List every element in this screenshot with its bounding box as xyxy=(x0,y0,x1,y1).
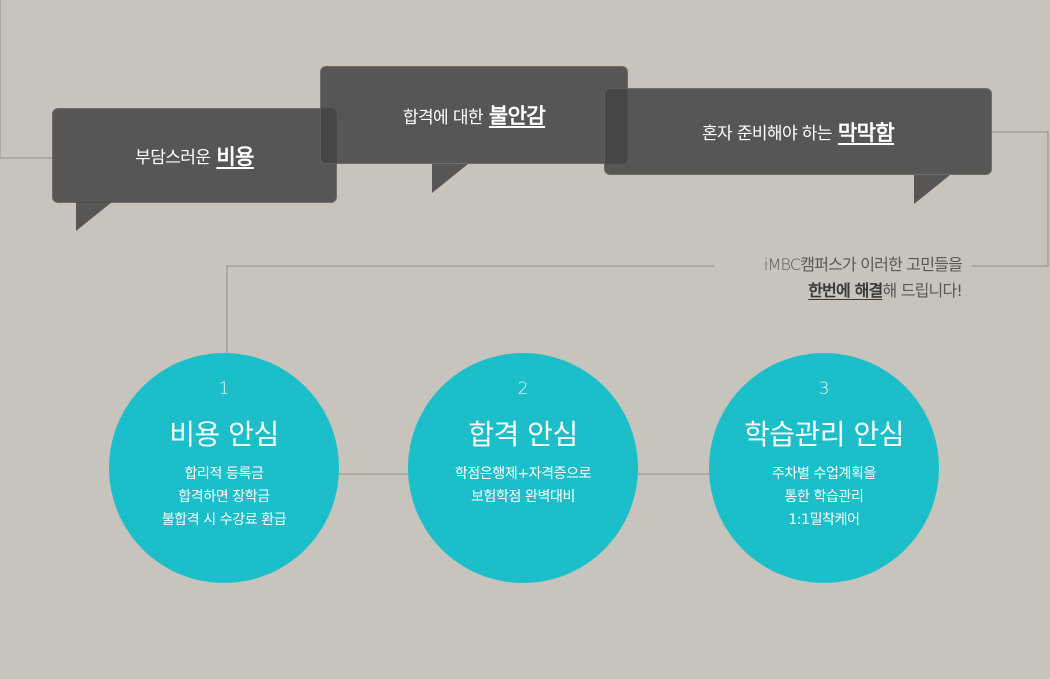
bubble-tail xyxy=(432,164,468,193)
concern-text: 혼자 준비해야 하는 xyxy=(701,124,833,144)
concern-emphasis: 비용 xyxy=(216,144,254,169)
message-line-1: iMBC캠퍼스가 이러한 고민들을 xyxy=(763,255,963,274)
solution-title: 비용 안심 xyxy=(169,418,279,451)
message-line-2: 한번에 해결해 드립니다! xyxy=(764,278,963,304)
solution-description: 학점은행제+자격증으로 보험학점 완벽대비 xyxy=(408,463,638,509)
solution-title: 합격 안심 xyxy=(468,418,578,451)
solution-message: iMBC캠퍼스가 이러한 고민들을 한번에 해결해 드립니다! xyxy=(759,252,966,304)
solution-number: 1 xyxy=(218,379,230,399)
solution-number: 3 xyxy=(818,379,830,399)
concern-text: 합격에 대한 xyxy=(402,107,484,128)
solution-line: 학점은행제+자격증으로 xyxy=(454,466,592,482)
message-rest: 해 드립니다! xyxy=(882,281,962,300)
concern-bubble-anxiety: 합격에 대한 불안감 xyxy=(320,66,628,164)
solution-title: 학습관리 안심 xyxy=(744,418,904,451)
message-emphasis: 한번에 해결 xyxy=(808,281,883,300)
solution-description: 주차별 수업계획을 통한 학습관리 1:1밀착케어 xyxy=(709,463,939,532)
solution-circle-study: 3 학습관리 안심 주차별 수업계획을 통한 학습관리 1:1밀착케어 xyxy=(709,353,939,583)
solution-line: 불합격 시 수강료 환급 xyxy=(161,512,287,528)
solution-circle-pass: 2 합격 안심 학점은행제+자격증으로 보험학점 완벽대비 xyxy=(408,353,638,583)
concern-bubble-alone: 혼자 준비해야 하는 막막함 xyxy=(604,88,992,175)
concern-emphasis: 막막함 xyxy=(837,120,895,145)
solution-circle-cost: 1 비용 안심 합리적 등록금 합격하면 장학금 불합격 시 수강료 환급 xyxy=(109,353,339,583)
concern-emphasis: 불안감 xyxy=(488,104,546,128)
concern-text: 부담스러운 xyxy=(135,148,211,168)
bubble-tail xyxy=(914,175,950,204)
solution-line: 합리적 등록금 xyxy=(184,466,264,482)
solution-line: 통한 학습관리 xyxy=(784,489,864,505)
solution-line: 보험학점 완벽대비 xyxy=(471,489,575,505)
solution-line: 합격하면 장학금 xyxy=(178,489,270,505)
bubble-tail xyxy=(76,202,112,231)
solution-description: 합리적 등록금 합격하면 장학금 불합격 시 수강료 환급 xyxy=(109,463,339,532)
solution-line: 1:1밀착케어 xyxy=(788,512,860,528)
solution-line: 주차별 수업계획을 xyxy=(772,466,876,482)
concern-bubble-cost: 부담스러운 비용 xyxy=(52,108,337,203)
solution-number: 2 xyxy=(517,379,529,399)
